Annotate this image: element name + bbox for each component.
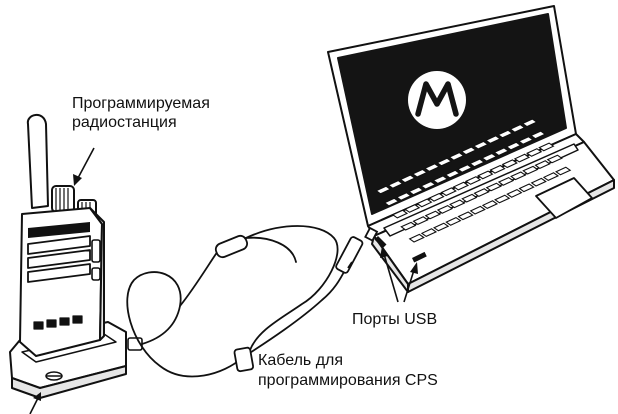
keyboard-key <box>510 171 527 181</box>
keyboard-key <box>481 152 498 162</box>
pointer-arrows <box>29 147 418 414</box>
laptop-touchpad <box>535 177 593 219</box>
label-cps-cable-line-2: программирования CPS <box>258 372 438 389</box>
keyboard-key <box>445 216 462 226</box>
keyboard-key <box>530 177 547 187</box>
keyboard-key <box>529 130 547 140</box>
keyboard-key <box>494 194 511 204</box>
label-cps-cable-line-1: Кабель для <box>258 352 344 369</box>
keyboard-key <box>497 129 514 139</box>
keyboard-key <box>433 222 450 232</box>
keyboard-key <box>505 141 522 151</box>
keyboard-key <box>472 140 489 150</box>
keyboard-key <box>436 204 454 214</box>
usb-ports <box>374 236 427 263</box>
keyboard-key <box>517 136 534 145</box>
keyboard-key <box>469 205 486 215</box>
keyboard-key <box>412 216 429 226</box>
usb-port-2 <box>412 251 427 263</box>
radio <box>19 114 105 357</box>
keyboard-key <box>436 157 453 167</box>
keyboard-key <box>534 160 551 170</box>
keyboard-key <box>420 228 438 238</box>
keyboard-key <box>391 209 409 219</box>
keyboard-key <box>375 185 392 195</box>
keyboard-key <box>423 163 441 173</box>
keyboard-key <box>489 164 506 174</box>
keyboard-key <box>555 166 572 176</box>
label-usb-ports: Порты USB <box>352 310 437 329</box>
keyboard-key <box>461 193 478 203</box>
arrow-to-charger <box>29 392 41 414</box>
keyboard-key <box>460 146 477 156</box>
keyboard-key <box>456 164 473 173</box>
motorola-logo-icon <box>408 71 466 129</box>
keyboard-key <box>411 168 428 178</box>
usb-port-1 <box>374 236 387 249</box>
keyboard-key <box>404 204 421 213</box>
keyboard-key <box>395 192 412 201</box>
arrow-to-usb-port-2 <box>403 262 418 303</box>
cable-inline-junction <box>214 234 249 259</box>
keyboard-key <box>387 179 404 189</box>
label-programmable-radio-line-2: радиостанция <box>72 114 177 131</box>
keyboard-key <box>481 200 499 210</box>
label-programmable-radio-line-1: Программируемая <box>72 95 210 112</box>
keyboard-key <box>522 165 539 175</box>
keyboard-key <box>383 197 400 207</box>
keyboard-key <box>526 148 543 157</box>
keyboard-key <box>424 210 441 220</box>
keyboard-key <box>452 181 470 191</box>
keyboard-key <box>399 174 416 184</box>
keyboard-key <box>457 211 474 221</box>
keyboard-key <box>509 123 526 133</box>
cps-cable <box>126 225 347 378</box>
radio-antenna <box>26 114 49 209</box>
keyboard-key <box>407 186 425 196</box>
keyboard-key <box>542 172 560 182</box>
keyboard-key <box>477 170 494 180</box>
arrow-to-radio <box>73 147 95 186</box>
keyboard-key <box>518 183 535 193</box>
radio-knob-volume <box>51 185 75 213</box>
keyboard-key <box>428 192 445 202</box>
label-programmable-radio: Программируемая радиостанция <box>72 94 210 132</box>
keyboard-key <box>501 159 518 169</box>
keyboard-key <box>497 176 515 186</box>
keyboard-key <box>432 175 449 185</box>
keyboard-key <box>448 151 465 161</box>
keyboard-key <box>416 198 433 208</box>
keyboard-key <box>506 188 523 198</box>
keyboard-key <box>538 142 555 152</box>
keyboard-key <box>468 158 486 168</box>
keyboard-key <box>485 182 502 192</box>
label-cps-cable: Кабель для программирования CPS <box>258 351 438 391</box>
keyboard-key <box>408 233 425 243</box>
cable-ferrite-core <box>233 346 255 373</box>
keyboard-key <box>484 135 502 145</box>
keyboard-key <box>521 118 538 128</box>
arrow-to-usb-port-1 <box>380 246 399 303</box>
keyboard-key <box>546 154 563 164</box>
keyboard-key <box>420 180 437 190</box>
keyboard-key <box>449 199 466 209</box>
keyboard-key <box>400 221 417 231</box>
keyboard-key <box>444 169 461 179</box>
keyboard-key <box>473 188 490 198</box>
radio-speaker-grille <box>27 235 91 283</box>
laptop-keyboard <box>375 118 572 243</box>
keyboard-key <box>493 147 510 157</box>
keyboard-key <box>465 176 482 185</box>
label-usb-ports-text: Порты USB <box>352 311 438 328</box>
keyboard-key <box>440 187 457 197</box>
keyboard-key <box>513 153 531 163</box>
usb-plug <box>335 226 379 274</box>
